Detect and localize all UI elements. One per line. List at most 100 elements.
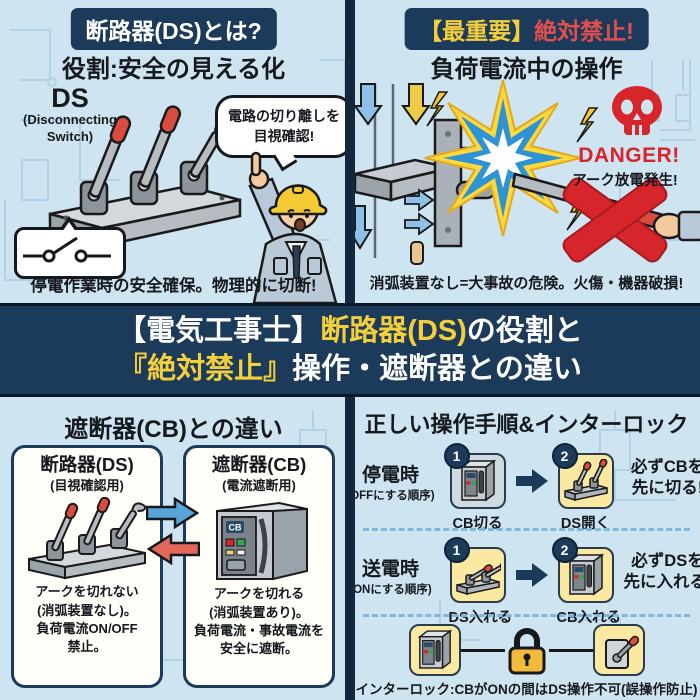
yellow-down-arrow-icon	[401, 83, 431, 126]
cb-device-icon: CB	[216, 502, 308, 581]
step-on-2: 2 CB入れる	[551, 537, 621, 627]
interlock-ds-box	[592, 624, 645, 676]
red-x-icon	[562, 177, 668, 263]
skull-icon	[612, 86, 662, 135]
interlock-cb-box	[408, 624, 461, 676]
step-off-1: 1 CB切る	[443, 443, 507, 533]
step-arrow-icon	[515, 563, 548, 587]
disconnect-symbol-icon	[23, 236, 111, 263]
step-number-badge: 1	[443, 443, 470, 469]
danger-word: DANGER!	[578, 144, 680, 167]
ds-intro-subtitle: 役割:安全の見える化	[61, 56, 286, 83]
ds-device-icon	[28, 497, 147, 580]
note-on-line2: 先に入れる!	[623, 573, 700, 592]
card-ds-desc-2: (消弧装置なし)。	[37, 602, 137, 618]
step-number-badge: 2	[551, 443, 578, 469]
compare-arrows	[146, 497, 200, 565]
arrow-left-icon	[146, 532, 200, 565]
padlock-icon	[508, 628, 545, 675]
step-number-badge: 2	[551, 537, 578, 563]
speech-bubble: 電路の切り離しを 目視確認!	[215, 95, 353, 158]
cb-device-icon	[567, 553, 604, 596]
band-line1-highlight: 断路器(DS)	[320, 314, 467, 347]
ds-device-label-main: DS	[51, 83, 89, 113]
card-ds-name: 断路器(DS)	[40, 454, 134, 475]
ds-toggle-icon	[604, 635, 639, 669]
note-off-line2: 先に切る!	[631, 479, 700, 498]
panel-compare: 遮断器(CB)との違い 断路器(DS) (目視確認用)	[0, 397, 347, 700]
procedure-title: 正しい操作手順&インターロック	[364, 412, 689, 437]
card-cb-desc-2: (消弧装置あり)。	[209, 604, 309, 620]
band-line2-suffix: 操作・遮断器との違い	[292, 353, 582, 385]
vertical-divider-bottom	[345, 397, 355, 700]
interlock-row	[353, 623, 700, 677]
card-cb-name: 遮断器(CB)	[211, 454, 307, 475]
blue-down-arrow-icon	[353, 83, 383, 126]
panel-ds-intro: 断路器(DS)とは? 役割:安全の見える化 DS (Disconnecting …	[0, 0, 353, 303]
procedure-row-on: 送電時 (ONにする順序) 1	[349, 537, 700, 627]
card-ds-desc-4: 禁止。	[67, 638, 107, 654]
ds-device-label-sub1: (Disconnecting	[23, 112, 117, 128]
ds-device-icon	[455, 561, 501, 596]
panel-danger: 【最重要】絶対禁止! 負荷電流中の操作	[353, 0, 700, 303]
note-off: 必ずCBを 先に切る!	[624, 457, 700, 500]
vertical-divider-top	[345, 0, 355, 303]
note-off-line1: 必ずCBを	[630, 458, 700, 476]
band-line-1: 【電気工事士】断路器(DS)の役割と	[117, 312, 583, 350]
card-cb-desc-4: 安全に遮断。	[219, 640, 298, 656]
cb-device-icon	[417, 629, 452, 670]
card-cb-sub: (電流遮断用)	[222, 478, 296, 494]
ds-device-label: DS (Disconnecting Switch)	[4, 84, 136, 145]
phase-block-off: 停電時 (OFFにする順序)	[342, 460, 440, 503]
dashed-divider	[363, 614, 690, 617]
arrow-right-icon	[146, 497, 200, 530]
card-cb: 遮断器(CB) (電流遮断用) CB アークを切れる (消弧装置あり)。 負荷電…	[183, 445, 335, 688]
card-ds: 断路器(DS) (目視確認用)	[11, 445, 163, 688]
step-on-1: 1	[443, 537, 512, 627]
danger-caption: 消弧装置なし=大事故の危険。火傷・機器破損!	[369, 275, 684, 292]
band-line2-highlight: 『絶対禁止』	[118, 353, 293, 385]
phase-off-order: (OFFにする順序)	[346, 490, 435, 502]
phase-on-label: 送電時	[361, 559, 419, 580]
danger-note: アーク放電発生!	[572, 173, 678, 189]
note-on-line1: 必ずDSを	[631, 552, 700, 570]
ds-intro-caption: 停電作業時の安全確保。物理的に切断!	[30, 277, 317, 295]
band-line1-suffix: の役割と	[466, 314, 583, 347]
card-ds-sub: (目視確認用)	[50, 478, 124, 494]
disconnect-symbol-box	[14, 216, 126, 279]
ds-device-label-sub2: Switch)	[46, 128, 94, 144]
danger-title-tag: 【最重要】	[419, 18, 535, 44]
step-number-badge: 1	[443, 537, 470, 563]
interlock-caption: インターロック:CBがONの間はDS操作不可(誤操作防止)	[355, 682, 698, 697]
dashed-divider	[363, 528, 690, 531]
card-cb-desc-1: アークを切れる	[213, 586, 305, 602]
step-off-2: 2	[551, 443, 615, 533]
card-ds-desc-3: 負荷電流ON/OFF	[36, 620, 138, 636]
ds-device-icon	[563, 459, 608, 502]
ds-intro-title-badge: 断路器(DS)とは?	[70, 8, 277, 50]
interlock-link-line	[460, 648, 505, 652]
card-ds-desc-1: アークを切れない	[35, 584, 139, 600]
compare-title: 遮断器(CB)との違い	[64, 416, 283, 443]
cb-device-icon	[459, 459, 496, 502]
procedure-row-off: 停電時 (OFFにする順序) 1 C	[346, 443, 700, 533]
danger-title-main: 絶対禁止!	[534, 18, 634, 44]
ds-intro-title: 断路器(DS)とは?	[85, 18, 262, 44]
arc-flash-illustration	[353, 79, 700, 265]
speech-line-1: 電路の切り離しを	[228, 108, 340, 124]
speech-line-2: 目視確認!	[253, 128, 315, 145]
phase-block-on: 送電時 (ONにする順序)	[342, 554, 440, 597]
band-line1-prefix: 【電気工事士】	[117, 314, 321, 347]
phase-off-label: 停電時	[361, 465, 419, 486]
step-arrow-icon	[515, 469, 548, 493]
danger-title-badge: 【最重要】絶対禁止!	[404, 8, 649, 50]
step-box-ds	[449, 547, 506, 603]
card-cb-desc-3: 負荷電流・事故電流を	[193, 622, 324, 638]
card-ds-desc: アークを切れない (消弧装置なし)。 負荷電流ON/OFF 禁止。	[14, 583, 160, 656]
center-title-band: 【電気工事士】断路器(DS)の役割と 『絶対禁止』操作・遮断器との違い	[0, 303, 700, 397]
worker-illustration	[248, 151, 338, 303]
panel-procedure: 正しい操作手順&インターロック 停電時 (OFFにする順序) 1	[346, 397, 700, 700]
card-cb-desc: アークを切れる (消弧装置あり)。 負荷電流・事故電流を 安全に遮断。	[186, 585, 332, 658]
band-line-2: 『絶対禁止』操作・遮断器との違い	[118, 350, 582, 388]
